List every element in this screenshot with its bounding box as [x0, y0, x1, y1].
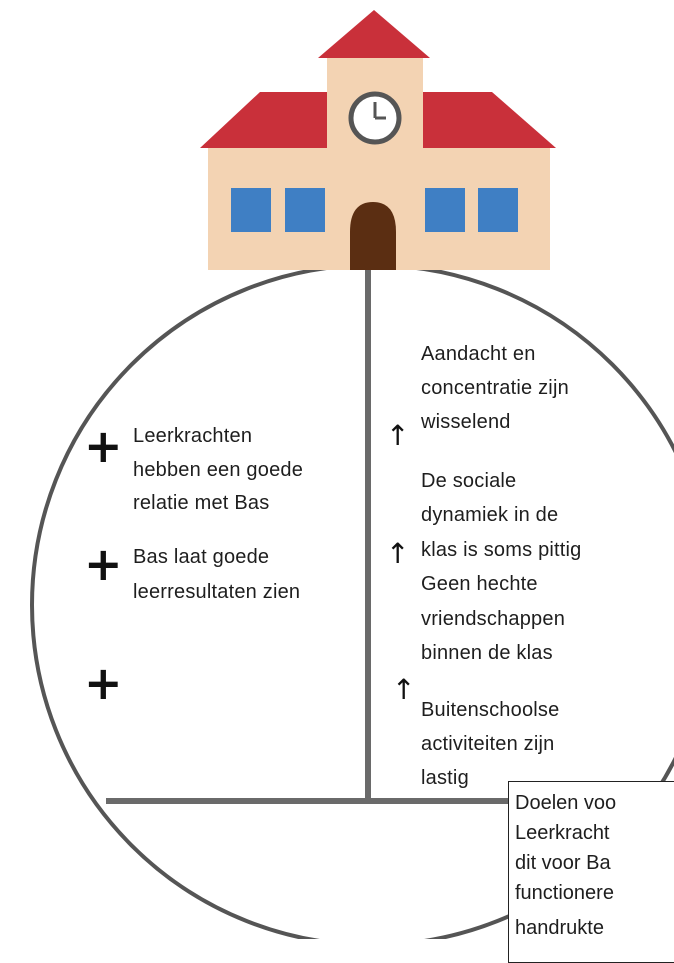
left-item-1-line-2: hebben een goede [133, 459, 304, 481]
left-item-2-line-1: Bas laat goede [133, 546, 270, 568]
up-arrow-icon: ↑ [392, 673, 416, 706]
goals-line-4: functionere [515, 882, 614, 904]
up-arrow-icon: ↑ [386, 419, 410, 452]
plus-icon: + [84, 419, 123, 473]
diagram-stage: + Leerkrachten hebben een goede relatie … [30, 10, 674, 963]
right-item-3-line-3: lastig [421, 767, 469, 789]
goals-line-1: Doelen voo [515, 792, 617, 814]
right-item-2-line-6: binnen de klas [421, 642, 553, 664]
plus-icon: + [84, 656, 123, 710]
left-item-1-line-1: Leerkrachten [133, 425, 253, 447]
right-item-1-line-1: Aandacht en [421, 343, 536, 365]
right-item-2-line-3: klas is soms pittig [421, 539, 582, 561]
right-item-3-line-1: Buitenschoolse [421, 699, 560, 721]
plus-icon: + [84, 537, 123, 591]
right-item-1-line-2: concentratie zijn [421, 377, 569, 399]
right-item-2-line-1: De sociale [421, 470, 517, 492]
right-item-2-line-2: dynamiek in de [421, 504, 559, 526]
right-item-3-line-2: activiteiten zijn [421, 733, 555, 755]
goals-line-3: dit voor Ba [515, 852, 611, 874]
goals-line-5: handrukte [515, 917, 604, 939]
left-item-1-line-3: relatie met Bas [133, 492, 270, 514]
up-arrow-icon: ↑ [386, 537, 410, 570]
school-building-icon [200, 10, 556, 270]
clock-icon [348, 91, 402, 145]
goals-line-2: Leerkracht [515, 822, 610, 844]
right-item-2-line-5: vriendschappen [421, 608, 566, 630]
left-item-2-line-2: leerresultaten zien [133, 581, 301, 603]
goals-box: Doelen voo Leerkracht dit voor Ba functi… [508, 781, 674, 963]
right-item-2-line-4: Geen hechte [421, 573, 538, 595]
right-item-1-line-3: wisselend [421, 411, 511, 433]
